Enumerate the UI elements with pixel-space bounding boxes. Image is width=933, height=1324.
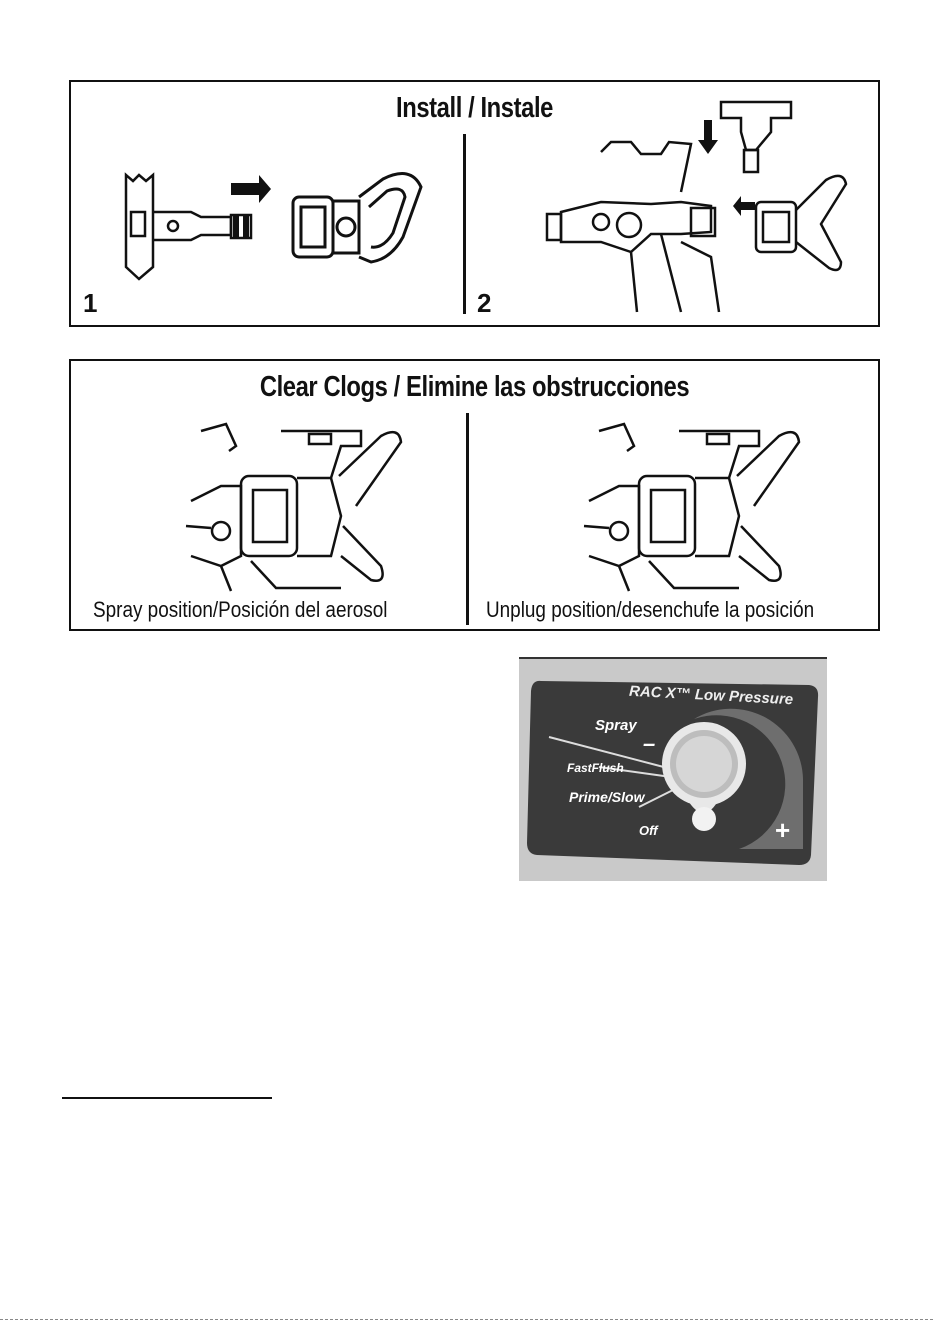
spray-dial-label: Spray [595, 717, 637, 734]
install-panel: Install / Instale 1 2 [69, 80, 880, 327]
clear-clogs-divider [466, 413, 469, 625]
step-1-label: 1 [83, 288, 97, 319]
unplug-position-caption: Unplug position/desenchufe la posición [486, 597, 814, 623]
page-bottom-dashed-rule [0, 1319, 933, 1320]
step-2-label: 2 [477, 288, 491, 319]
clear-clogs-title: Clear Clogs / Elimine las obstrucciones [144, 371, 806, 404]
off-dial-label: Off [639, 823, 658, 838]
spray-position-caption: Spray position/Posición del aerosol [93, 597, 387, 623]
unplug-position-illustration [579, 416, 819, 591]
section-underline [62, 1097, 272, 1099]
fastflush-dial-label: FastFlush [567, 761, 624, 775]
install-divider [463, 134, 466, 314]
plus-dial-label: + [775, 815, 790, 846]
install-step1-illustration [121, 167, 441, 287]
clear-clogs-panel: Clear Clogs / Elimine las obstrucciones … [69, 359, 880, 631]
prime-slow-dial-label: Prime/Slow [569, 789, 644, 805]
install-step2-illustration [541, 92, 861, 312]
minus-dial-label: – [643, 731, 655, 757]
spray-position-illustration [181, 416, 421, 591]
pressure-dial-photo: RAC X™ Low Pressure Spray – FastFlush Pr… [519, 657, 827, 881]
